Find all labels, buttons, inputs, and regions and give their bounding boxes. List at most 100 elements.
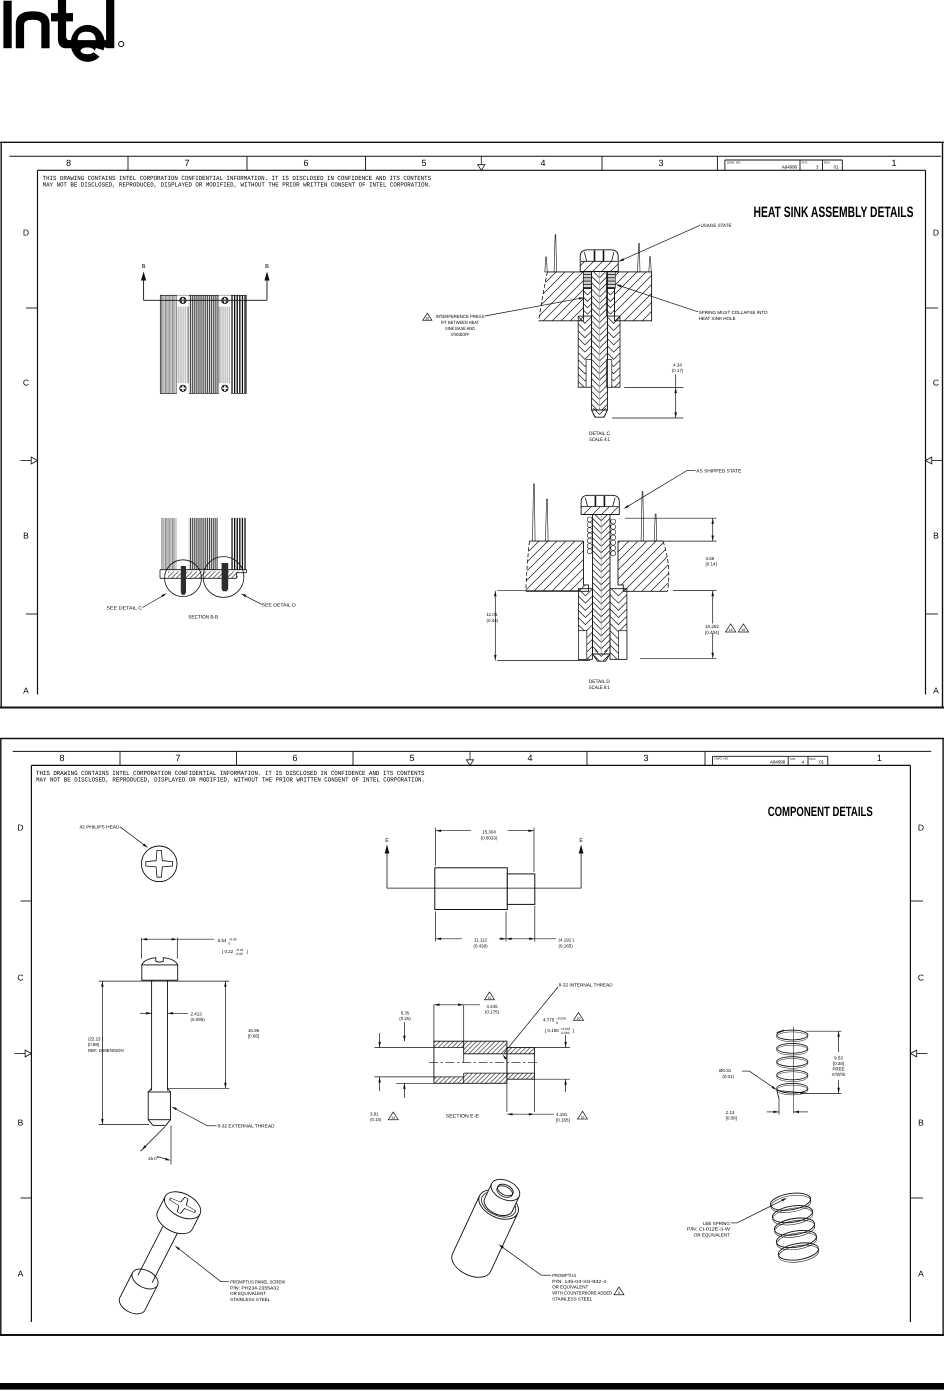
svg-text:SHT.: SHT. bbox=[790, 757, 797, 761]
svg-text:STANDOFF: STANDOFF bbox=[451, 332, 470, 337]
svg-text:[ 0.188: [ 0.188 bbox=[545, 1028, 559, 1033]
svg-text:01: 01 bbox=[819, 760, 824, 765]
svg-text:B: B bbox=[265, 264, 269, 270]
svg-text:[0.66]: [0.66] bbox=[248, 1034, 259, 1039]
svg-text:C: C bbox=[17, 973, 23, 983]
svg-text:9: 9 bbox=[618, 1291, 620, 1295]
svg-text:8-32 INTERNAL THREAD: 8-32 INTERNAL THREAD bbox=[559, 982, 614, 987]
svg-text:HEAT SINK ASSEMBLY DETAILS: HEAT SINK ASSEMBLY DETAILS bbox=[754, 204, 914, 221]
svg-text:5: 5 bbox=[409, 753, 414, 763]
svg-text:SHT.: SHT. bbox=[802, 161, 809, 165]
svg-text:4.445: 4.445 bbox=[486, 1004, 498, 1009]
svg-text:OR EQUIVALENT: OR EQUIVALENT bbox=[230, 1291, 266, 1296]
svg-text:P/N: PH234-2355A32: P/N: PH234-2355A32 bbox=[230, 1285, 280, 1290]
svg-text:4: 4 bbox=[527, 753, 532, 763]
svg-text:4.191: 4.191 bbox=[556, 1112, 568, 1117]
svg-text:45.0°: 45.0° bbox=[148, 1156, 159, 1161]
svg-text:[0.14]: [0.14] bbox=[706, 561, 717, 566]
svg-text:3: 3 bbox=[658, 158, 663, 168]
svg-text:(0.095): (0.095) bbox=[191, 1017, 206, 1022]
svg-text:DETAIL C: DETAIL C bbox=[589, 431, 610, 437]
svg-text:C: C bbox=[23, 378, 29, 388]
svg-text:A: A bbox=[918, 1269, 924, 1279]
svg-text:[0.404]: [0.404] bbox=[705, 630, 719, 635]
svg-text:D: D bbox=[23, 228, 29, 238]
svg-text:DETAIL D: DETAIL D bbox=[589, 679, 610, 685]
svg-text:10: 10 bbox=[577, 1016, 581, 1020]
svg-text:3.81: 3.81 bbox=[370, 1112, 379, 1117]
svg-text:B: B bbox=[918, 1118, 924, 1128]
svg-text:REV: REV bbox=[810, 757, 816, 761]
svg-text:A84998: A84998 bbox=[770, 760, 786, 765]
svg-text:[0.08]: [0.08] bbox=[726, 1116, 737, 1121]
svg-text:+0.001: +0.001 bbox=[561, 1027, 571, 1031]
svg-text:16: 16 bbox=[729, 628, 733, 632]
svg-text:SECTION B-B: SECTION B-B bbox=[188, 614, 218, 620]
svg-text:DWG. NO: DWG. NO bbox=[727, 160, 741, 164]
svg-text:INTERFERENCE PRESS: INTERFERENCE PRESS bbox=[436, 314, 485, 319]
svg-text:SEE DETAIL C: SEE DETAIL C bbox=[107, 606, 143, 611]
svg-text:-0.000: -0.000 bbox=[561, 1031, 570, 1035]
svg-text:4.775: 4.775 bbox=[543, 1017, 555, 1022]
svg-text:]: ] bbox=[247, 949, 248, 954]
svg-text:(0.438): (0.438) bbox=[473, 943, 488, 948]
svg-text:6: 6 bbox=[303, 158, 308, 168]
svg-text:Ø0.31: Ø0.31 bbox=[719, 1068, 732, 1073]
svg-text:A: A bbox=[18, 1269, 24, 1279]
svg-text:A84998: A84998 bbox=[782, 165, 798, 170]
svg-text:E: E bbox=[385, 838, 389, 844]
svg-text:P/N: 145-04-SS-932-4: P/N: 145-04-SS-932-4 bbox=[552, 1279, 607, 1284]
svg-text:10: 10 bbox=[425, 317, 429, 321]
svg-text:COMPONENT DETAILS: COMPONENT DETAILS bbox=[768, 804, 873, 819]
svg-text:REF. DIMENSION: REF. DIMENSION bbox=[88, 1048, 124, 1053]
svg-text:C: C bbox=[918, 973, 924, 983]
svg-text:A: A bbox=[23, 686, 29, 696]
svg-text:(0.17): (0.17) bbox=[672, 368, 684, 373]
svg-text:3: 3 bbox=[643, 753, 648, 763]
svg-text:B: B bbox=[142, 264, 146, 270]
svg-text:(0.25): (0.25) bbox=[399, 1016, 411, 1021]
svg-text:8: 8 bbox=[66, 158, 71, 168]
svg-text:D: D bbox=[933, 228, 939, 238]
svg-text:7: 7 bbox=[184, 158, 189, 168]
svg-text:(0.165): (0.165) bbox=[559, 943, 574, 948]
svg-text:MAY NOT BE DISCLOSED, REPRODUC: MAY NOT BE DISCLOSED, REPRODUCED, DISPLA… bbox=[43, 182, 432, 189]
svg-text:HEAT SINK HOLE: HEAT SINK HOLE bbox=[699, 316, 736, 321]
svg-text:USAGE STATE: USAGE STATE bbox=[701, 223, 732, 228]
svg-text:OR EQUIVALENT: OR EQUIVALENT bbox=[552, 1285, 588, 1290]
svg-text:(0.44): (0.44) bbox=[487, 618, 499, 623]
svg-text:OR EQUIVALENT: OR EQUIVALENT bbox=[694, 1232, 730, 1237]
svg-text:16.96: 16.96 bbox=[248, 1028, 260, 1033]
svg-text:11.112: 11.112 bbox=[474, 938, 488, 943]
svg-text:10.262: 10.262 bbox=[705, 624, 719, 629]
svg-text:12: 12 bbox=[488, 996, 492, 1000]
svg-text:AS SHIPPED STATE: AS SHIPPED STATE bbox=[696, 469, 741, 474]
svg-text:A: A bbox=[933, 686, 939, 696]
svg-text:D: D bbox=[17, 823, 23, 833]
svg-text:(0.175): (0.175) bbox=[485, 1010, 500, 1015]
svg-text:[0.165]: [0.165] bbox=[556, 1117, 570, 1122]
svg-text:MAY NOT BE DISCLOSED, REPRODUC: MAY NOT BE DISCLOSED, REPRODUCED, DISPLA… bbox=[36, 776, 425, 783]
svg-text:THIS DRAWING CONTAINS INTEL CO: THIS DRAWING CONTAINS INTEL CORPORATION … bbox=[36, 770, 425, 777]
svg-text:16: 16 bbox=[581, 1115, 585, 1119]
svg-text:[0.88]: [0.88] bbox=[88, 1042, 99, 1047]
svg-text:3.56: 3.56 bbox=[706, 556, 715, 561]
svg-text:+0.01: +0.01 bbox=[236, 948, 244, 952]
svg-text:E: E bbox=[579, 838, 583, 844]
svg-text:STAINLESS STEEL: STAINLESS STEEL bbox=[230, 1297, 270, 1302]
svg-text:P/N: CI-012E-3-W: P/N: CI-012E-3-W bbox=[687, 1227, 731, 1232]
svg-text:WITH COUNTERBORE ADDED: WITH COUNTERBORE ADDED bbox=[552, 1291, 613, 1296]
svg-text:+0.00: +0.00 bbox=[229, 937, 237, 941]
svg-text:B: B bbox=[23, 531, 29, 541]
svg-text:STAINLESS STEEL: STAINLESS STEEL bbox=[552, 1296, 592, 1301]
svg-text:1: 1 bbox=[891, 158, 896, 168]
svg-text:13: 13 bbox=[391, 1116, 395, 1120]
svg-text:B: B bbox=[18, 1118, 24, 1128]
svg-text:SINK BASE AND: SINK BASE AND bbox=[445, 326, 476, 331]
svg-text:6.35: 6.35 bbox=[401, 1011, 410, 1016]
svg-text:4: 4 bbox=[802, 760, 805, 765]
svg-text:FIT BETWEEN HEAT: FIT BETWEEN HEAT bbox=[441, 320, 479, 325]
svg-text:#2 PHILIPS HEAD: #2 PHILIPS HEAD bbox=[80, 825, 121, 830]
svg-text:0: 0 bbox=[556, 1021, 558, 1025]
svg-text:2.13: 2.13 bbox=[726, 1110, 735, 1115]
